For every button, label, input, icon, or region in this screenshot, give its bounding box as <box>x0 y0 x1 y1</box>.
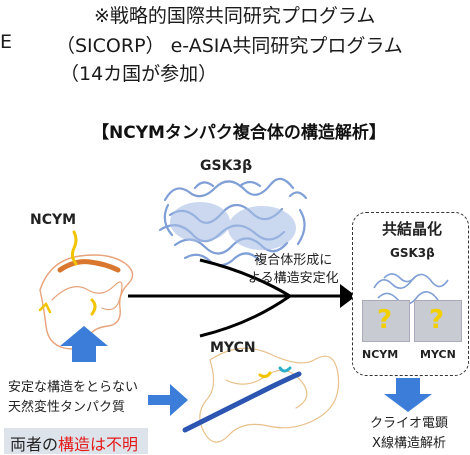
down-block-arrow <box>384 378 432 412</box>
method-line2: X線構造解析 <box>372 436 446 451</box>
cocrystallization-title: 共結晶化 <box>382 220 443 238</box>
gsk3b-label: GSK3β <box>200 158 253 174</box>
complex-formation-arrow <box>128 258 340 338</box>
panel-mycn-question-mark: ? <box>429 305 445 335</box>
unknown-highlight: 構造は不明 <box>58 435 139 454</box>
mycn-label: MYCN <box>210 340 256 356</box>
result-panel-mycn: ? <box>414 300 462 342</box>
left-edge-mark: E <box>0 31 13 53</box>
idp-caption-line2: 天然変性タンパク質 <box>8 400 126 415</box>
result-panel-ncym: ? <box>362 300 410 342</box>
result-ncym-label: NCYM <box>362 348 399 361</box>
right-block-arrow <box>148 384 188 416</box>
ncym-label: NCYM <box>30 212 77 228</box>
result-mycn-label: MYCN <box>420 348 456 361</box>
arrow-caption: 複合体形成に よる構造安定化 <box>248 252 339 288</box>
unknown-prefix: 両者の <box>10 435 59 454</box>
idp-caption: 安定な構造をとらない 天然変性タンパク質 <box>8 378 138 418</box>
arrow-caption-line1: 複合体形成に <box>254 253 333 268</box>
cocrystallization-box <box>352 212 469 376</box>
structure-unknown-box: 両者の構造は不明 <box>4 428 148 454</box>
arrow-caption-line2: よる構造安定化 <box>248 271 339 286</box>
diagram-title: 【NCYMタンパク複合体の構造解析】 <box>92 123 386 143</box>
result-gsk3b-label: GSK3β <box>390 246 435 260</box>
program-note-line1: ※戦略的国際共同研究プログラム <box>94 5 376 27</box>
program-note-line2: （SICORP） e-ASIA共同研究プログラム <box>56 35 403 57</box>
panel-ncym-question-mark: ? <box>377 305 393 335</box>
program-note-line3: （14カ国が参加） <box>60 63 218 85</box>
idp-caption-line1: 安定な構造をとらない <box>8 380 139 395</box>
mycn-structure-illustration <box>182 347 340 443</box>
ncym-structure-illustration <box>38 230 134 350</box>
up-block-arrow <box>60 326 108 362</box>
method-line1: クライオ電顕 <box>370 416 449 431</box>
method-caption: クライオ電顕 X線構造解析 <box>370 414 448 454</box>
